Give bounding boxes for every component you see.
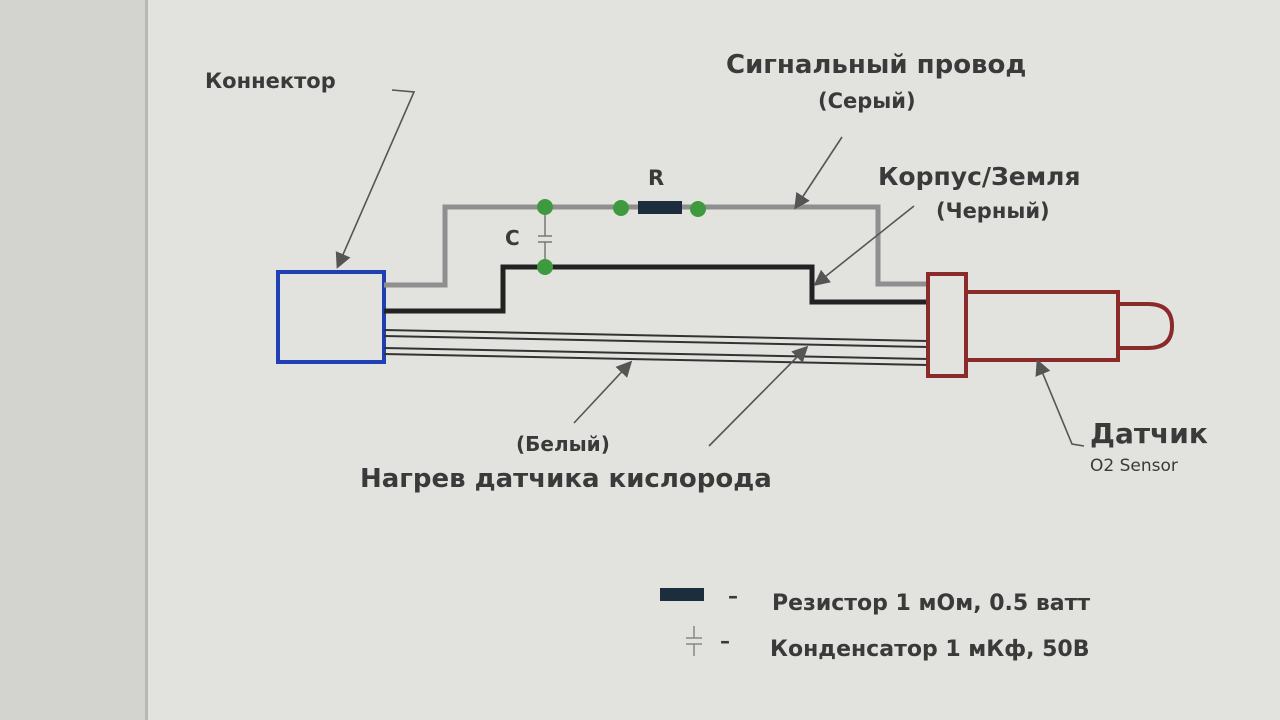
ground-label: Корпус/Земля bbox=[878, 162, 1081, 191]
page-margin-line bbox=[145, 0, 148, 720]
sensor-subtitle-label: O2 Sensor bbox=[1090, 456, 1178, 476]
legend-resistor-text: Резистор 1 мОм, 0.5 ватт bbox=[772, 591, 1090, 616]
sensor-label: Датчик bbox=[1090, 417, 1208, 450]
legend: – Резистор 1 мОм, 0.5 ватт – Конденсатор… bbox=[660, 584, 1090, 662]
legend-resistor-dash: – bbox=[728, 584, 738, 608]
ground-wire bbox=[384, 264, 928, 314]
capacitor-symbol-label: C bbox=[505, 226, 520, 250]
resistor-symbol bbox=[638, 201, 682, 214]
o2-sensor-body bbox=[926, 272, 1175, 378]
heater-wires bbox=[383, 329, 929, 366]
connector-box bbox=[276, 270, 386, 364]
annotation-arrows bbox=[335, 89, 1085, 447]
signal-wire bbox=[384, 204, 928, 288]
signal-wire-label: Сигнальный провод bbox=[726, 50, 1026, 80]
signal-wire-color-label: (Серый) bbox=[818, 89, 916, 113]
page-left-margin bbox=[0, 0, 145, 720]
junction-node bbox=[537, 199, 553, 215]
junction-node bbox=[537, 259, 553, 275]
legend-resistor-icon bbox=[660, 588, 704, 601]
legend-capacitor-text: Конденсатор 1 мКф, 50В bbox=[770, 637, 1090, 662]
heater-label: Нагрев датчика кислорода bbox=[360, 464, 772, 494]
ground-color-label: (Черный) bbox=[936, 199, 1050, 223]
resistor-symbol-label: R bbox=[648, 166, 664, 190]
legend-capacitor-dash: – bbox=[720, 629, 730, 653]
junction-node bbox=[690, 201, 706, 217]
junction-node bbox=[613, 200, 629, 216]
heater-color-label: (Белый) bbox=[516, 432, 610, 456]
connector-label: Коннектор bbox=[205, 69, 336, 93]
capacitor-symbol bbox=[538, 207, 552, 267]
legend-capacitor-icon bbox=[686, 626, 702, 656]
